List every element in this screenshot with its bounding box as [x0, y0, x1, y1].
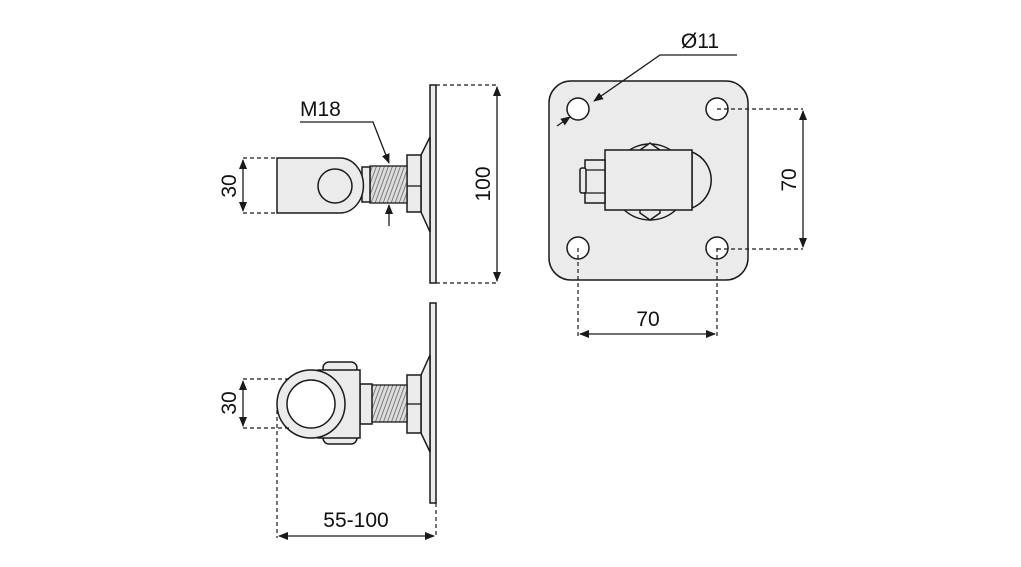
length-range-label: 55-100: [323, 509, 388, 532]
leader-arrow: [556, 116, 571, 127]
eye-height-label: 30: [218, 174, 241, 197]
leader-line: [300, 121, 390, 164]
cone-base: [420, 354, 431, 453]
threaded-rod: [369, 165, 408, 204]
hole-spacing-vertical-label: 70: [778, 168, 801, 191]
cone-base: [420, 136, 431, 233]
plate-height-label: 100: [472, 166, 495, 201]
thread-label: M18: [300, 98, 341, 121]
eye-hole: [286, 379, 336, 429]
threaded-rod: [369, 384, 408, 423]
nut: [406, 154, 422, 213]
eye-hole: [317, 168, 353, 204]
collar-dome: [691, 150, 712, 210]
mounting-plate: [429, 302, 437, 504]
hole-diameter-label: Ø11: [681, 30, 719, 53]
front-view-plate: Ø11 70 70: [548, 30, 807, 338]
mounting-hole: [566, 97, 590, 121]
mounting-plate: [429, 84, 437, 284]
leader-line: [593, 54, 737, 102]
bolt-end: [579, 167, 587, 194]
side-view-top: 30 100 M18: [218, 84, 501, 284]
eye-body: [604, 149, 693, 211]
collar: [359, 383, 373, 425]
eye-height-label: 30: [218, 391, 241, 414]
nut: [584, 159, 606, 204]
side-view-bottom: 30 55-100: [218, 302, 437, 540]
hole-spacing-horizontal-label: 70: [636, 308, 659, 331]
